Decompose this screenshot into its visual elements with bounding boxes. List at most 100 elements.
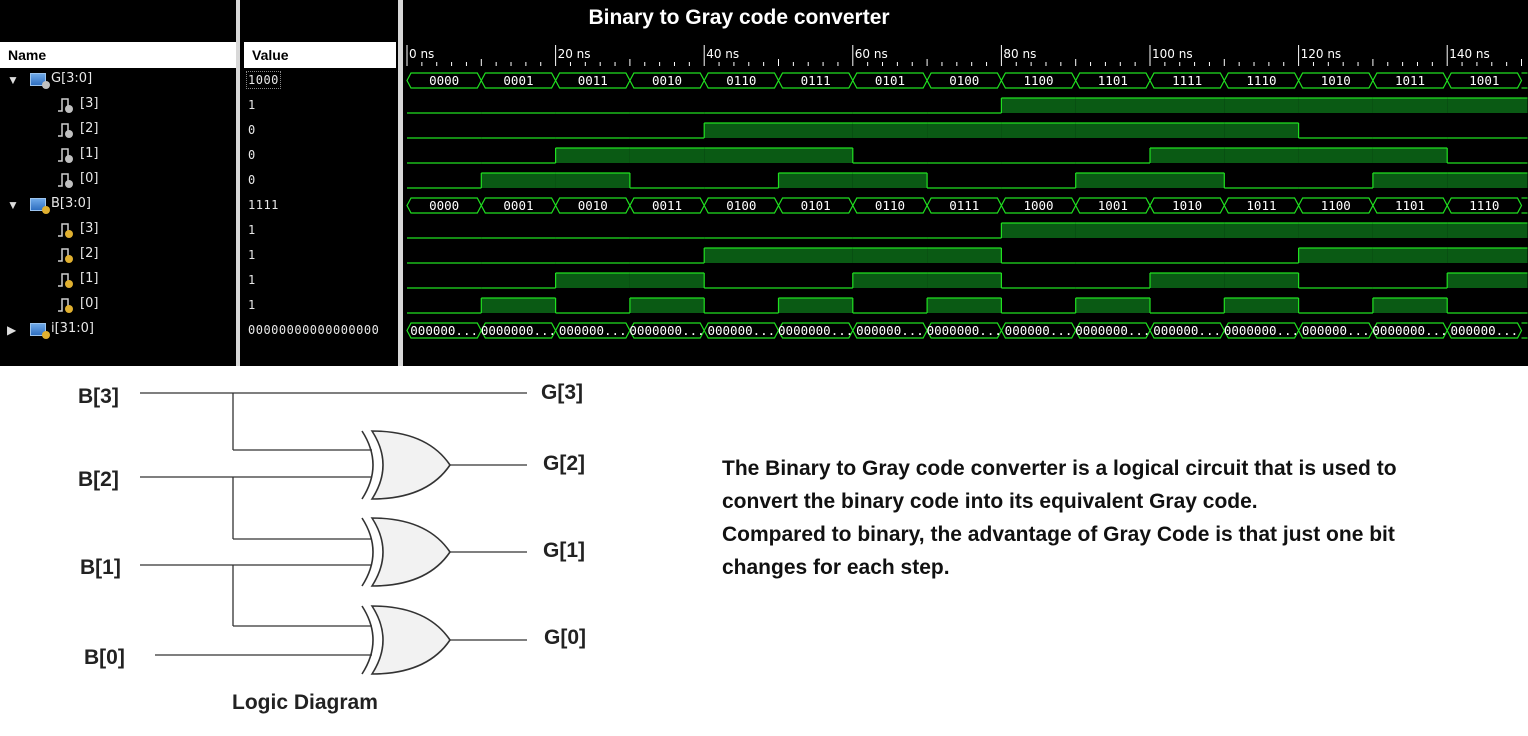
signal-value: 0: [248, 123, 256, 137]
triangle-down-icon[interactable]: ▼: [7, 198, 19, 212]
time-label: 0 ns: [409, 47, 434, 61]
description-paragraph: The Binary to Gray code converter is a l…: [722, 457, 1397, 513]
xor-gate-input-arc: [361, 430, 374, 500]
signal-role-badge: [42, 331, 50, 339]
signal-row[interactable]: ▶ i[31:0] 00000000000000000: [0, 318, 404, 343]
bus-segment-value: 0001: [503, 198, 533, 213]
triangle-right-icon[interactable]: ▶: [7, 323, 17, 337]
signal-row[interactable]: [1]1: [0, 268, 404, 293]
bus-segment-value: 0000000...: [1224, 323, 1299, 338]
signal-value: 00000000000000000: [248, 323, 380, 337]
bit-high-fill: [704, 123, 779, 138]
xor-gate-input-arc: [361, 605, 374, 675]
bus-segment-value: 0000: [429, 73, 459, 88]
bus-segment-value: 000000...: [1153, 323, 1221, 338]
time-label: 140 ns: [1449, 47, 1490, 61]
bus-segment-value: 0110: [875, 198, 905, 213]
bit-high-fill: [1521, 248, 1528, 263]
bus-segment-value: 0010: [578, 198, 608, 213]
signal-value: 1: [248, 298, 256, 312]
bit-high-fill: [1521, 98, 1528, 113]
bus-segment: [1446, 197, 1523, 214]
signal-role-badge: [65, 230, 73, 238]
signal-role-badge: [65, 130, 73, 138]
bus-segment-value: 0100: [949, 73, 979, 88]
bus-segment-value: 000000...: [707, 323, 775, 338]
xor-gate-input-arc: [361, 517, 374, 587]
bus-segment-value: 0010: [652, 73, 682, 88]
bit-signal-icon: [58, 273, 73, 288]
signal-name: [3]: [80, 221, 99, 236]
signal-role-badge: [42, 206, 50, 214]
time-label: 20 ns: [558, 47, 591, 61]
input-label: B[0]: [84, 646, 125, 669]
signal-value: 1111: [248, 198, 279, 212]
signal-row[interactable]: [1]0: [0, 143, 404, 168]
signal-name: [0]: [80, 296, 99, 311]
signal-row[interactable]: [0]0: [0, 168, 404, 193]
waveform-viewer: Binary to Gray code converter Name Value…: [0, 0, 1528, 366]
bit-high-fill: [1447, 98, 1522, 113]
output-label: G[2]: [543, 452, 585, 475]
signal-row[interactable]: [2]1: [0, 243, 404, 268]
signal-value: 1000: [246, 71, 281, 89]
bus-segment-value: 0110: [726, 73, 756, 88]
bus-segment-value: 0111: [949, 198, 979, 213]
signal-name: i[31:0]: [51, 321, 94, 336]
signal-row[interactable]: [2]0: [0, 118, 404, 143]
signal-role-badge: [65, 255, 73, 263]
bit-high-fill: [1150, 273, 1225, 288]
signal-row[interactable]: [3]1: [0, 93, 404, 118]
bit-high-fill: [1372, 223, 1448, 238]
bit-high-fill: [1298, 223, 1373, 238]
bit-high-fill: [555, 148, 630, 163]
bus-segment-value: 1101: [1395, 198, 1425, 213]
bus-segment-value: 1011: [1246, 198, 1276, 213]
bit-high-fill: [927, 123, 1002, 138]
bit-high-fill: [1150, 173, 1225, 188]
bus-signal-icon: [30, 323, 50, 339]
bit-high-fill: [1372, 298, 1448, 313]
value-column-header[interactable]: Value: [244, 42, 396, 68]
bus-segment-value: 0001: [503, 73, 533, 88]
bus-segment-value: 1111: [1172, 73, 1202, 88]
time-label: 40 ns: [706, 47, 739, 61]
bit-high-fill: [1521, 223, 1528, 238]
column-splitter[interactable]: [236, 0, 240, 366]
bit-high-fill: [1372, 98, 1448, 113]
xor-gate-body: [370, 605, 451, 675]
bit-high-fill: [629, 148, 705, 163]
bit-high-fill: [1150, 223, 1225, 238]
bit-high-fill: [1075, 298, 1150, 313]
pane-splitter[interactable]: [398, 0, 403, 366]
bit-high-fill: [1298, 98, 1373, 113]
bus-segment-value: 1001: [1098, 198, 1128, 213]
bit-signal-icon: [58, 98, 73, 113]
triangle-down-icon[interactable]: ▼: [7, 73, 19, 87]
bit-high-fill: [1372, 248, 1448, 263]
signal-row[interactable]: [3]1: [0, 218, 404, 243]
output-label: G[3]: [541, 381, 583, 404]
bit-high-fill: [555, 173, 630, 188]
bit-high-fill: [1075, 123, 1150, 138]
bit-signal-icon: [58, 248, 73, 263]
bit-high-fill: [778, 248, 853, 263]
time-label: 80 ns: [1003, 47, 1036, 61]
signal-row[interactable]: [0] 1: [0, 293, 404, 318]
bus-segment-value: 0000: [429, 198, 459, 213]
signal-row[interactable]: ▼B[3:0]1111: [0, 193, 404, 218]
bus-segment-value: 000000...: [559, 323, 627, 338]
description-paragraph: Compared to binary, the advantage of Gra…: [722, 523, 1395, 579]
input-label: B[2]: [78, 468, 119, 491]
time-label: 60 ns: [855, 47, 888, 61]
name-column-header[interactable]: Name: [0, 42, 236, 68]
bit-high-fill: [629, 273, 705, 288]
bit-high-fill: [927, 248, 1002, 263]
bit-high-fill: [629, 298, 705, 313]
bit-high-fill: [927, 273, 1002, 288]
bit-high-fill: [555, 273, 630, 288]
signal-row[interactable]: ▼G[3:0]1000: [0, 68, 404, 93]
bus-segment-value: 1110: [1469, 198, 1499, 213]
bus-segment-value: 1101: [1098, 73, 1128, 88]
